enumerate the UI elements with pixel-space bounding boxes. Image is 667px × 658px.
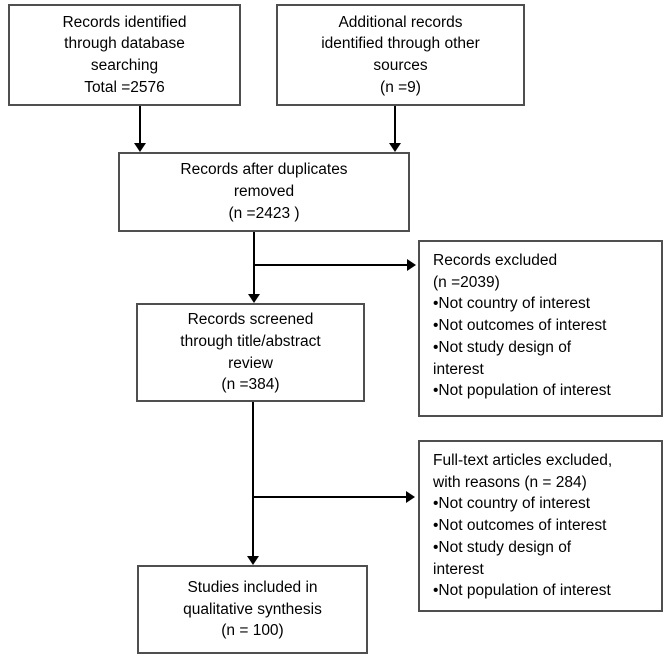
arrow-additional-to-duplicates-line: [394, 106, 396, 144]
arrow-branch-records-excluded-head: [407, 259, 416, 271]
box-additional-records: Additional records identified through ot…: [276, 4, 525, 106]
arrow-duplicates-to-screened-line: [253, 232, 255, 295]
box-additional-records-text: Additional records identified through ot…: [321, 13, 480, 96]
box-studies-included-text: Studies included in qualitative synthesi…: [183, 578, 322, 640]
arrow-database-to-duplicates-line: [139, 106, 141, 144]
box-fulltext-excluded: Full-text articles excluded, with reason…: [418, 440, 663, 612]
box-records-excluded-text: Records excluded (n =2039) •Not country …: [433, 252, 611, 400]
box-records-screened-text: Records screened through title/abstract …: [180, 311, 321, 394]
box-studies-included: Studies included in qualitative synthesi…: [137, 565, 368, 654]
box-records-after-duplicates-text: Records after duplicates removed (n =242…: [180, 161, 348, 222]
arrow-branch-fulltext-excluded-head: [406, 491, 415, 503]
box-fulltext-excluded-text: Full-text articles excluded, with reason…: [433, 452, 613, 600]
arrow-additional-to-duplicates-head: [389, 143, 401, 152]
arrow-screened-to-included-line: [252, 402, 254, 556]
arrow-database-to-duplicates-head: [134, 143, 146, 152]
box-records-after-duplicates: Records after duplicates removed (n =242…: [118, 152, 410, 232]
arrow-branch-fulltext-excluded-line: [253, 496, 406, 498]
arrow-branch-records-excluded-line: [254, 264, 407, 266]
arrow-screened-to-included-head: [247, 556, 259, 565]
box-records-identified-database-text: Records identified through database sear…: [62, 13, 187, 96]
box-records-identified-database: Records identified through database sear…: [8, 4, 241, 106]
arrow-duplicates-to-screened-head: [248, 294, 260, 303]
box-records-screened: Records screened through title/abstract …: [136, 303, 365, 402]
box-records-excluded: Records excluded (n =2039) •Not country …: [418, 240, 663, 417]
